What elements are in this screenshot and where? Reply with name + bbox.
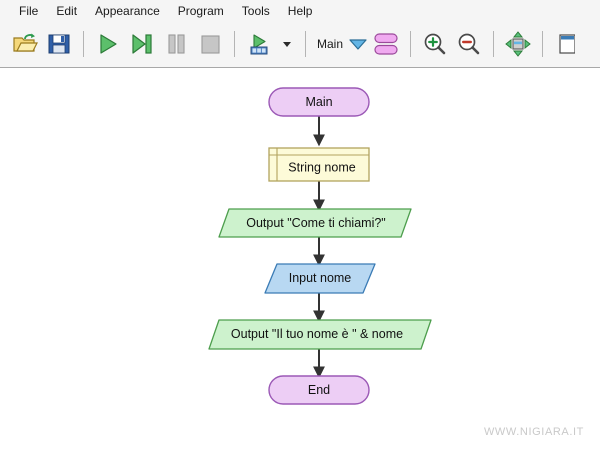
fit-to-window-icon <box>505 31 531 57</box>
open-button[interactable] <box>8 26 42 62</box>
run-with-variables-icon <box>250 34 268 55</box>
zoom-in-icon <box>424 33 446 55</box>
menu-appearance[interactable]: Appearance <box>95 3 160 18</box>
step-over-icon <box>132 34 152 54</box>
menu-program[interactable]: Program <box>177 3 224 18</box>
zoom-in-button[interactable] <box>418 26 452 62</box>
toolbar-separator-5 <box>493 31 495 57</box>
run-with-variables-button[interactable] <box>242 26 276 62</box>
fit-to-window-button[interactable] <box>501 26 535 62</box>
node-output-2-label: Output "Il tuo nome è " & nome <box>231 327 403 341</box>
panel-icon <box>559 34 576 54</box>
caret-down-icon <box>283 42 291 47</box>
toolbar-separator-3 <box>305 31 306 57</box>
node-input[interactable]: Input nome <box>264 263 376 294</box>
node-output-1[interactable]: Output "Come ti chiami?" <box>218 208 412 238</box>
flowchart-canvas[interactable]: Main String nome Output "Come ti chiami?… <box>0 68 600 450</box>
toolbar-separator-6 <box>542 31 544 57</box>
menu-bar: File Edit Appearance Program Tools Help <box>0 0 600 21</box>
pause-icon <box>168 34 185 54</box>
shape-list-icon <box>374 33 398 55</box>
scope-label[interactable]: Main <box>317 37 344 51</box>
pause-button[interactable] <box>159 26 193 62</box>
stop-icon <box>201 35 220 54</box>
save-button[interactable] <box>42 26 76 62</box>
scope-dropdown[interactable] <box>347 26 369 62</box>
toolbar-separator-2 <box>234 31 235 57</box>
run-options-dropdown[interactable] <box>276 26 298 62</box>
zoom-out-icon <box>458 33 480 55</box>
node-input-label: Input nome <box>289 271 352 285</box>
watermark: WWW.NIGIARA.IT <box>483 426 584 438</box>
toolbar: Main <box>0 21 600 68</box>
node-output-1-label: Output "Come ti chiami?" <box>246 216 385 230</box>
menu-help[interactable]: Help <box>287 3 313 18</box>
node-end[interactable]: End <box>268 375 370 405</box>
step-button[interactable] <box>125 26 159 62</box>
panel-button[interactable] <box>550 26 584 62</box>
shape-list-button[interactable] <box>369 26 403 62</box>
node-declaration[interactable]: String nome <box>268 147 370 182</box>
open-folder-icon <box>13 33 38 52</box>
save-floppy-icon <box>48 34 70 54</box>
zoom-out-button[interactable] <box>452 26 486 62</box>
menu-file[interactable]: File <box>19 3 39 18</box>
node-end-label: End <box>308 383 330 397</box>
flowchart-diagram: Main String nome Output "Come ti chiami?… <box>208 87 432 405</box>
run-button[interactable] <box>91 26 125 62</box>
run-play-icon <box>100 34 117 54</box>
menu-tools[interactable]: Tools <box>241 3 270 18</box>
node-output-2[interactable]: Output "Il tuo nome è " & nome <box>208 319 432 350</box>
chevron-down-icon <box>349 39 367 50</box>
menu-edit[interactable]: Edit <box>56 3 78 18</box>
node-start-label: Main <box>305 95 332 109</box>
node-start[interactable]: Main <box>268 87 370 117</box>
toolbar-separator-1 <box>83 31 84 57</box>
toolbar-separator-4 <box>410 31 412 57</box>
node-declaration-label: String nome <box>288 160 355 174</box>
stop-button[interactable] <box>193 26 227 62</box>
